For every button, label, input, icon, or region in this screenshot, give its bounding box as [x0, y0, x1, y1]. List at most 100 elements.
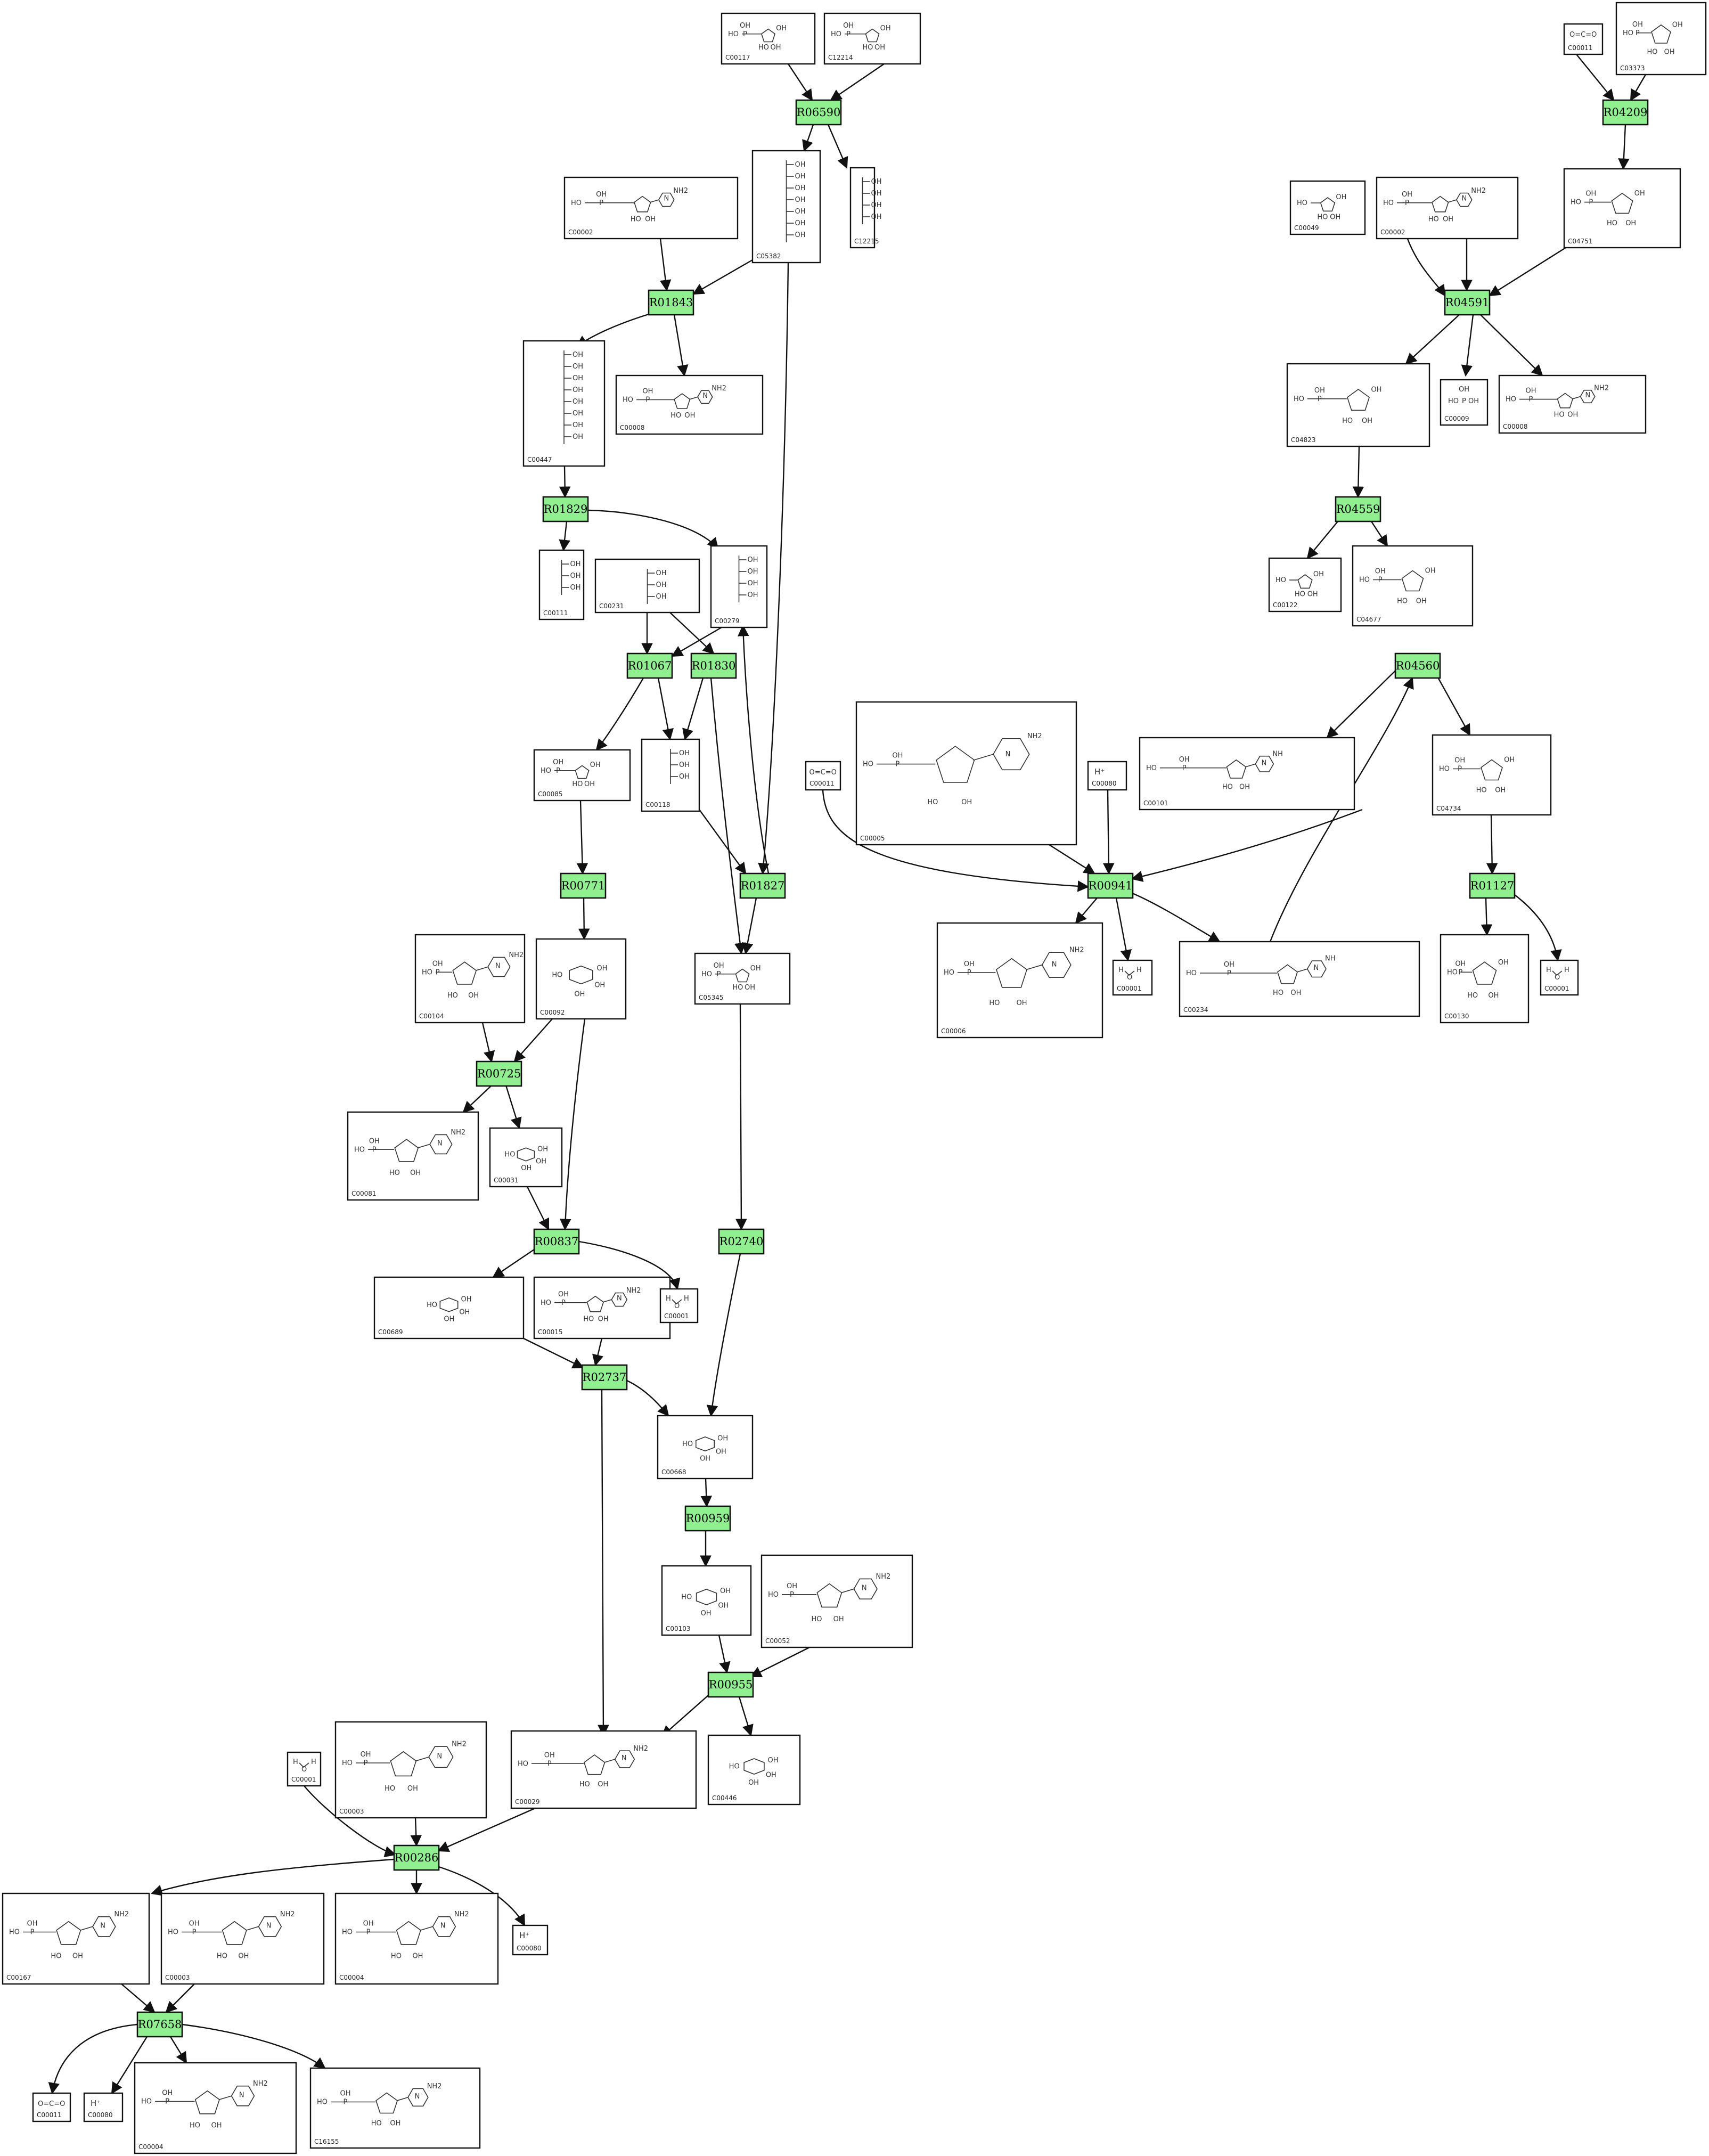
compound-node[interactable]: H⁺C00080	[512, 1924, 549, 1956]
compound-box	[2, 1892, 150, 1985]
reaction-node[interactable]: R02737	[581, 1364, 628, 1391]
reaction-node[interactable]: R00286	[393, 1844, 440, 1871]
reaction-node[interactable]: R02740	[718, 1228, 765, 1255]
reaction-node[interactable]: R01830	[690, 652, 737, 679]
glyph-atom: OH	[1672, 21, 1683, 29]
edge-arrow	[410, 1817, 422, 1847]
reaction-node[interactable]: R01843	[648, 289, 694, 316]
reaction-node[interactable]: R04560	[1394, 652, 1441, 679]
edge-arrow	[830, 63, 885, 101]
glyph-atom: OH	[573, 433, 583, 441]
reaction-node[interactable]: R00837	[533, 1228, 580, 1255]
glyph-atom: HO	[190, 2122, 200, 2130]
reaction-node[interactable]: R04591	[1444, 289, 1491, 316]
glyph-atom: OH	[537, 1145, 548, 1153]
reaction-node[interactable]: R06590	[795, 99, 842, 126]
reaction-node[interactable]: R01829	[542, 496, 589, 522]
compound-node[interactable]: H⁺C00080	[1087, 761, 1127, 791]
reaction-node[interactable]: R00725	[476, 1060, 522, 1087]
reaction-node[interactable]: R01067	[626, 652, 673, 679]
compound-box	[855, 701, 1077, 846]
ring-shape	[432, 1916, 456, 1937]
glyph-atom: OH	[573, 410, 583, 418]
structure-drawing: H⁺	[519, 1931, 529, 1940]
edge-arrow	[587, 509, 719, 550]
glyph-atom: NH2	[280, 1910, 295, 1918]
glyph-atom: N	[1585, 391, 1591, 399]
reaction-node[interactable]: R00941	[1087, 872, 1134, 899]
glyph-atom: HO	[1275, 576, 1286, 584]
reaction-node[interactable]: R00955	[707, 1671, 754, 1698]
compound-node[interactable]: H⁺C00080	[83, 2092, 124, 2122]
reaction-node[interactable]: R00771	[560, 872, 607, 899]
glyph-atom: OH	[961, 798, 972, 806]
reaction-node[interactable]: R04209	[1602, 99, 1649, 126]
compound-id: C00049	[1294, 224, 1319, 232]
glyph-atom: OH	[656, 581, 667, 589]
reaction-node[interactable]: R01827	[739, 872, 786, 899]
compound-id: C00117	[725, 54, 750, 61]
glyph-atom: HO	[1647, 48, 1658, 56]
reaction-node[interactable]: R00959	[684, 1505, 731, 1532]
compound-box	[1286, 363, 1430, 447]
ring-shape	[1320, 197, 1336, 212]
reaction-node[interactable]: R01127	[1469, 872, 1516, 899]
reaction-node[interactable]: R07658	[136, 2011, 183, 2038]
reaction-node[interactable]: R04559	[1335, 496, 1381, 522]
edge-arrow	[1306, 521, 1338, 559]
